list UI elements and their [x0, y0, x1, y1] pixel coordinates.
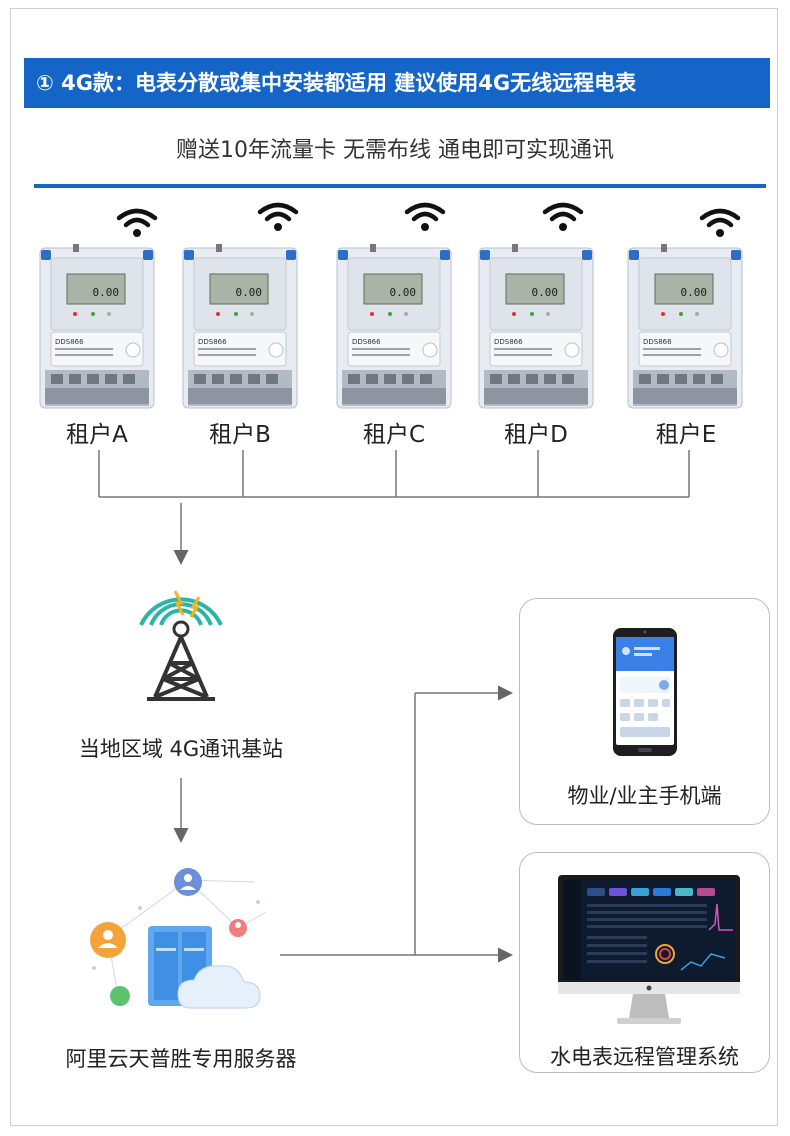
subtitle: 赠送10年流量卡 无需布线 通电即可实现通讯 [176, 138, 614, 163]
meter-model: DDS866 [643, 338, 672, 346]
meter-model: DDS866 [352, 338, 381, 346]
wifi-signal-icon [116, 208, 158, 237]
header-banner: ① 4G款：电表分散或集中安装都适用 建议使用4G无线远程电表 [24, 58, 770, 108]
smartphone-icon [613, 628, 677, 756]
phone-label: 物业/业主手机端 [567, 784, 722, 808]
page-frame [10, 8, 778, 1126]
wifi-signal-icon [542, 202, 584, 231]
server-label: 阿里云天普胜专用服务器 [65, 1047, 297, 1071]
cell-tower-icon [139, 590, 223, 701]
meter-model: DDS866 [55, 338, 84, 346]
wifi-signal-icon [257, 202, 299, 231]
meter-reading: 0.00 [93, 286, 120, 299]
divider [34, 184, 766, 188]
meter-model: DDS866 [494, 338, 523, 346]
tenant-label-d: 租户D [504, 422, 568, 448]
cloud-server-icon [90, 868, 267, 1009]
wifi-signal-icon [699, 208, 741, 237]
meter-model: DDS866 [198, 338, 227, 346]
meter-reading: 0.00 [390, 286, 417, 299]
tenant-label-a: 租户A [66, 422, 128, 448]
tenant-label-b: 租户B [209, 422, 271, 448]
tower-label: 当地区域 4G通讯基站 [78, 737, 284, 761]
desktop-monitor-icon [558, 875, 740, 1024]
meter-reading: 0.00 [236, 286, 263, 299]
tenant-label-c: 租户C [362, 422, 426, 448]
meter-reading: 0.00 [681, 286, 708, 299]
tenant-label-e: 租户E [655, 422, 717, 448]
meter-reading: 0.00 [532, 286, 559, 299]
desktop-label: 水电表远程管理系统 [550, 1045, 739, 1069]
wifi-signal-icon [404, 202, 446, 231]
